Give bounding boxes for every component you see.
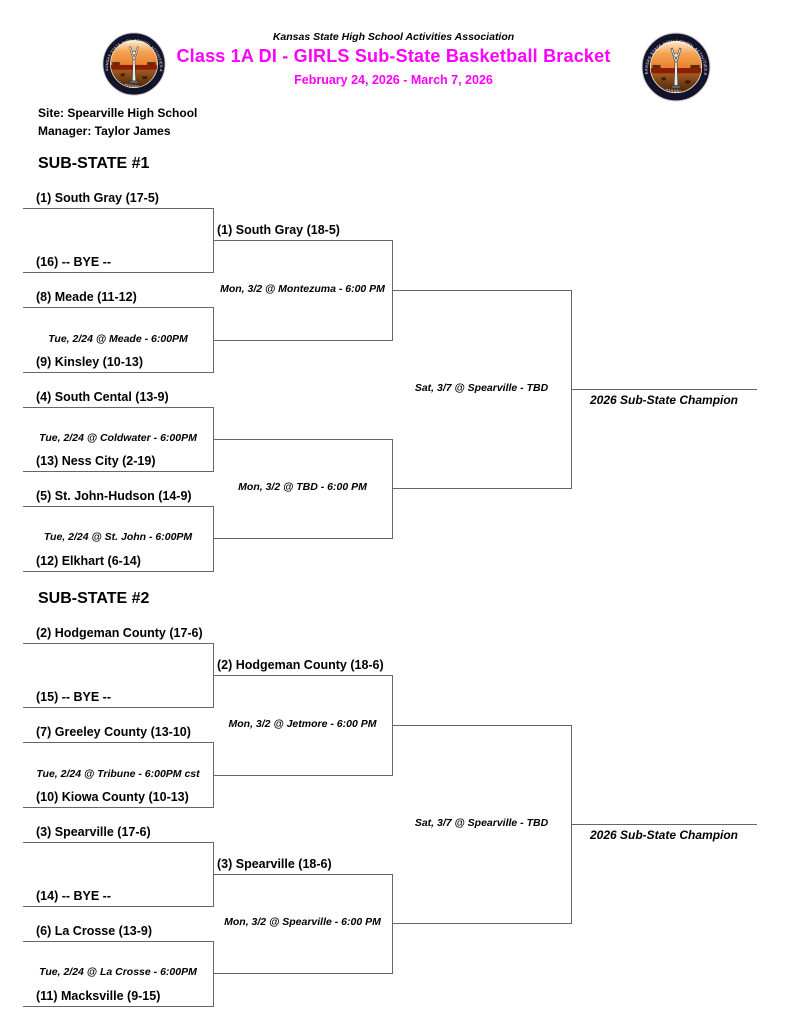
game-note: Mon, 3/2 @ Montezuma - 6:00 PM [220,283,385,295]
bracket-line [213,340,392,341]
team-label: (6) La Crosse (13-9) [36,924,153,938]
game-note: Tue, 2/24 @ La Crosse - 6:00PM [39,966,197,978]
game-note: Mon, 3/2 @ TBD - 6:00 PM [238,481,367,493]
kshsaa-seal-logo: KANSAS STATE HIGH SCHOOL ACTIVITIES ASSO… [640,31,712,103]
team-label: (4) South Cental (13-9) [36,390,169,404]
game-note: Mon, 3/2 @ Jetmore - 6:00 PM [228,718,377,730]
team-label: (1) South Gray (17-5) [36,191,159,205]
bracket-heading: SUB-STATE #1 [38,155,150,172]
bracket-line [23,1006,213,1007]
game-note: Tue, 2/24 @ Coldwater - 6:00PM [39,432,197,444]
bracket-line [392,439,393,539]
bracket-line [23,643,213,644]
team-label: (8) Meade (11-12) [36,290,137,304]
team-label: (7) Greeley County (13-10) [36,725,191,739]
logo-year-text: •1956• [665,87,681,94]
bracket-line [23,807,213,808]
sub-state-2-bracket: SUB-STATE #2 (2) Hodgeman County (17-6) … [0,586,787,1026]
bracket-line [23,941,213,942]
team-label: (14) -- BYE -- [36,889,111,903]
bracket-line [23,842,213,843]
team-label: (15) -- BYE -- [36,690,111,704]
bracket-line [23,307,213,308]
team-label: (5) St. John-Hudson (14-9) [36,489,192,503]
bracket-line [23,707,213,708]
team-label: (13) Ness City (2-19) [36,454,156,468]
champion-label: 2026 Sub-State Champion [589,828,739,842]
svg-text:•1956•: •1956• [665,87,682,94]
champion-line [571,389,757,390]
bracket-line [213,973,392,974]
champion-label: 2026 Sub-State Champion [589,393,739,407]
bracket-line [213,506,214,572]
bracket-line [213,439,392,440]
bracket-line [213,941,214,1007]
bracket-line [23,571,213,572]
team-label: (2) Hodgeman County (17-6) [36,626,203,640]
game-note: Tue, 2/24 @ St. John - 6:00PM [43,531,193,543]
team-label: (11) Macksville (9-15) [36,989,161,1003]
svg-text:•1956•: •1956• [124,82,139,89]
bracket-line [23,906,213,907]
bracket-line [213,240,392,241]
bracket-line [213,874,392,875]
bracket-line [23,407,213,408]
team-label: (10) Kiowa County (10-13) [36,790,189,804]
manager-label: Manager: Taylor James [38,124,171,138]
team-label: (16) -- BYE -- [36,255,111,269]
winner-label: (2) Hodgeman County (18-6) [217,658,384,672]
bracket-line [213,775,392,776]
bracket-line [23,272,213,273]
date-range: February 24, 2026 - March 7, 2026 [294,73,493,87]
team-label: (3) Spearville (17-6) [36,825,151,839]
page-title: Class 1A DI - GIRLS Sub-State Basketball… [176,46,611,66]
final-game-note: Sat, 3/7 @ Spearville - TBD [414,817,549,829]
bracket-line [392,488,571,489]
bracket-line [392,923,571,924]
winner-label: (1) South Gray (18-5) [217,223,340,237]
bracket-line [392,874,393,974]
bracket-line [23,471,213,472]
sub-state-1-bracket: SUB-STATE #1 (1) South Gray (17-5) (16) … [0,151,787,591]
game-note: Tue, 2/24 @ Tribune - 6:00PM cst [36,768,200,780]
team-label: (12) Elkhart (6-14) [36,554,141,568]
winner-label: (3) Spearville (18-6) [217,857,332,871]
bracket-line [213,538,392,539]
champion-line [571,824,757,825]
bracket-line [23,742,213,743]
logo-year-text: •1956• [124,82,139,89]
game-note: Mon, 3/2 @ Spearville - 6:00 PM [224,916,381,928]
final-game-note: Sat, 3/7 @ Spearville - TBD [414,382,549,394]
bracket-line [23,372,213,373]
bracket-heading: SUB-STATE #2 [38,590,150,607]
bracket-line [392,290,571,291]
kshsaa-seal-logo: KANSAS STATE HIGH SCHOOL ACTIVITIES ASSO… [101,31,167,97]
game-note: Tue, 2/24 @ Meade - 6:00PM [48,333,188,345]
site-label: Site: Spearville High School [38,106,198,120]
association-name: Kansas State High School Activities Asso… [272,31,515,43]
bracket-line [213,675,392,676]
team-label: (9) Kinsley (10-13) [36,355,143,369]
bracket-line [23,506,213,507]
bracket-line [23,208,213,209]
bracket-line [392,725,571,726]
